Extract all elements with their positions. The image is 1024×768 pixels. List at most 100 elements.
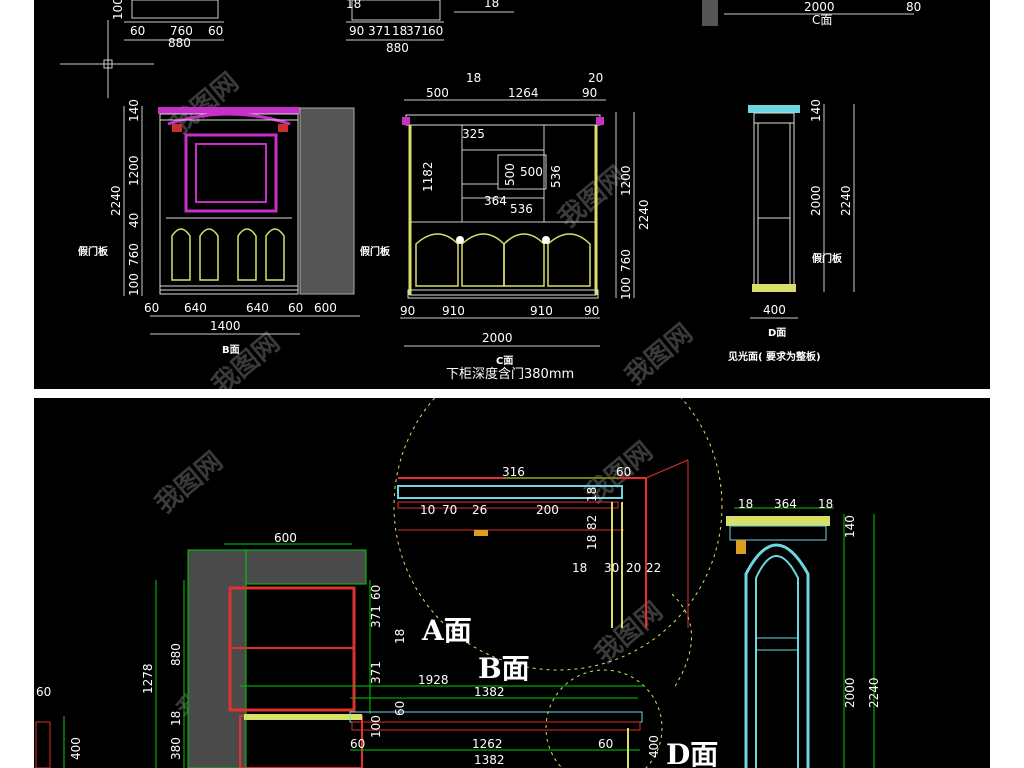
dim-label: 80 [906,0,921,14]
dim-label: 2000 [843,677,857,708]
dim-label: 60 [428,24,443,38]
dim-label: 60 [288,301,303,315]
dim-label: 18 [585,535,599,550]
view-label: B面 [222,344,240,356]
dim-label: 18 [466,71,481,85]
top-drawing-canvas: 我图网 我图网 我图网 我图网 100 60 760 60 880 18 90 … [60,0,921,389]
dim-label: 2240 [867,677,881,708]
dim-label: 910 [530,304,553,318]
dim-label: 90 [400,304,415,318]
dim-label: 500 [520,165,543,179]
d-face-label: D面 [666,738,718,768]
detail-callout: 316 60 18 10 70 26 200 82 18 18 30 20 22 [393,398,723,671]
dim-label: 2000 [804,0,835,14]
dim-label: 760 [127,243,141,266]
fake-door-label: 假门板 [78,245,109,258]
dim-label: 90 [349,24,364,38]
dim-label: 60 [208,24,223,38]
dim-label: 1262 [472,737,503,751]
dim-label: 880 [169,643,183,666]
c-face-elevation: 500 18 1264 20 90 325 1182 500 500 536 3… [400,71,651,382]
dim-label: 18 [169,711,183,726]
dim-label: 371 [369,605,383,628]
dim-label: 200 [536,503,559,517]
dim-label: 364 [774,497,797,511]
dim-label: 1382 [474,753,505,767]
dim-label: 30 [604,561,619,575]
dim-label: 400 [647,735,661,758]
b-face-elevation: 140 1200 2240 40 760 100 60 640 640 60 6… [78,99,391,356]
dim-label: 60 [393,701,407,716]
dim-label: 18 [484,0,499,10]
dim-label: 1382 [474,685,505,699]
watermark: 我图网 [620,318,699,389]
dim-label: 760 [170,24,193,38]
dim-label: 536 [510,202,533,216]
drawing-panel-top: 我图网 我图网 我图网 我图网 100 60 760 60 880 18 90 … [34,0,990,389]
d-face-arch-cabinet: 18 364 18 140 2000 2240 [726,497,881,768]
dim-label: 100 [111,0,125,20]
dim-label: 880 [168,36,191,50]
dim-label: 640 [184,301,207,315]
d-face-elevation: 140 2000 2240 400 假门板 D面 见光面( 要求为整板) [728,99,855,363]
dim-label: 90 [584,304,599,318]
dim-label: 760 [619,249,633,272]
partial-elevation-left: 100 60 760 60 880 [60,0,224,98]
dim-label: 60 [130,24,145,38]
dim-label: 380 [169,737,183,760]
drawing-panel-bottom: 我图网 我图网 我图网 我图网 316 60 18 10 70 26 200 8… [34,398,990,768]
dim-label: 316 [502,465,525,479]
dim-label: 82 [585,515,599,530]
view-note: 见光面( 要求为整板) [728,350,821,363]
dim-label: 325 [462,127,485,141]
dim-label: 60 [616,465,631,479]
dim-label: 500 [503,163,517,186]
dim-label: 2240 [109,185,123,216]
partial-elevation-right: 2000 80 C面 [702,0,921,27]
bottom-drawing-canvas: 我图网 我图网 我图网 我图网 316 60 18 10 70 26 200 8… [35,398,881,768]
dim-label: 40 [127,213,141,228]
dim-label: 18 [585,487,599,502]
dim-label: 60 [144,301,159,315]
dim-label: 1264 [508,86,539,100]
dim-label: 20 [588,71,603,85]
dim-label: 60 [36,685,51,699]
dim-label: 20 [626,561,641,575]
watermark: 我图网 [207,328,286,389]
dim-label: 371 [406,24,429,38]
dim-label: 18 [393,629,407,644]
view-label: D面 [768,327,786,339]
dim-label: 880 [386,41,409,55]
dim-label: 18 [346,0,361,11]
b-face-label: B面 [478,652,530,685]
dim-label: 500 [426,86,449,100]
dim-label: 18 [738,497,753,511]
partial-elevation-mid: 18 90 371 18 371 60 880 18 [346,0,514,55]
dim-label: 22 [646,561,661,575]
dim-label: 10 [420,503,435,517]
a-face-cabinet: 600 60 371 18 371 880 1278 18 380 60 400 [35,531,407,768]
dim-label: 400 [69,737,83,760]
dim-label: 70 [442,503,457,517]
dim-label: 600 [314,301,337,315]
dim-label: 2000 [809,185,823,216]
dim-label: 371 [368,24,391,38]
dim-label: 18 [818,497,833,511]
dim-label: 60 [350,737,365,751]
view-note: 下柜深度含门380mm [446,366,574,382]
fake-door-label: 假门板 [360,245,391,258]
dim-label: 60 [369,585,383,600]
dim-label: 1182 [421,161,435,192]
dim-label: 400 [763,303,786,317]
dim-label: 2240 [839,185,853,216]
dim-label: 26 [472,503,487,517]
a-face-label: A面 [421,614,472,647]
watermark: 我图网 [150,446,229,519]
b-face-base: 1928 1382 60 100 60 1262 60 1382 400 [240,673,661,768]
fake-door-label: 假门板 [812,252,843,265]
view-label: C面 [496,355,513,367]
dim-label: 18 [392,24,407,38]
dim-label: 371 [369,661,383,684]
dim-label: 140 [127,99,141,122]
dim-label: 2000 [482,331,513,345]
